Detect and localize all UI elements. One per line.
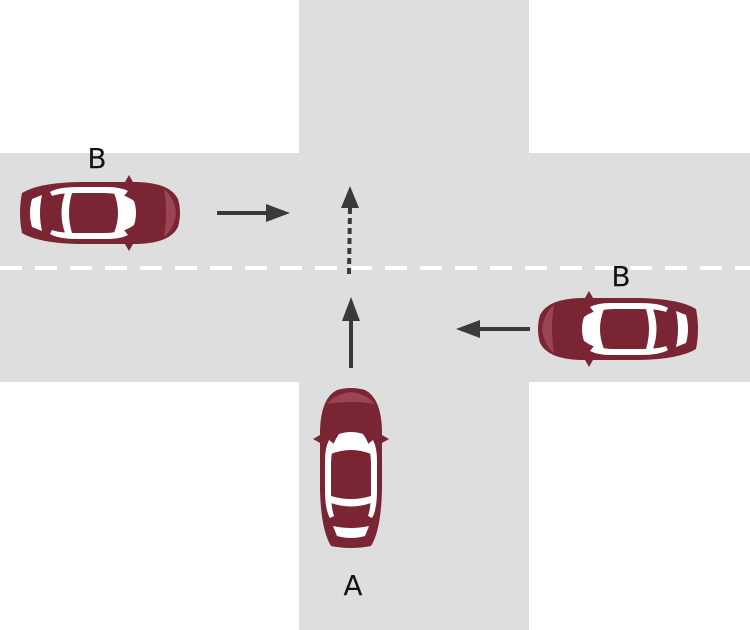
- car-topview-icon: [538, 291, 698, 367]
- label-car-a: A: [343, 569, 362, 602]
- arrow-right-icon: [217, 204, 290, 222]
- car-topview-icon: [20, 175, 180, 251]
- label-car-b-east: B: [611, 260, 630, 293]
- car-topview-icon: [313, 388, 389, 548]
- car-b-east: [538, 291, 698, 367]
- arrow-left-icon: [456, 320, 530, 338]
- label-car-b-west: B: [87, 142, 106, 175]
- arrow-up-dashed-icon: [341, 186, 359, 275]
- arrow-up-icon: [342, 297, 360, 368]
- car-b-west: [20, 175, 180, 251]
- car-a: [313, 388, 389, 548]
